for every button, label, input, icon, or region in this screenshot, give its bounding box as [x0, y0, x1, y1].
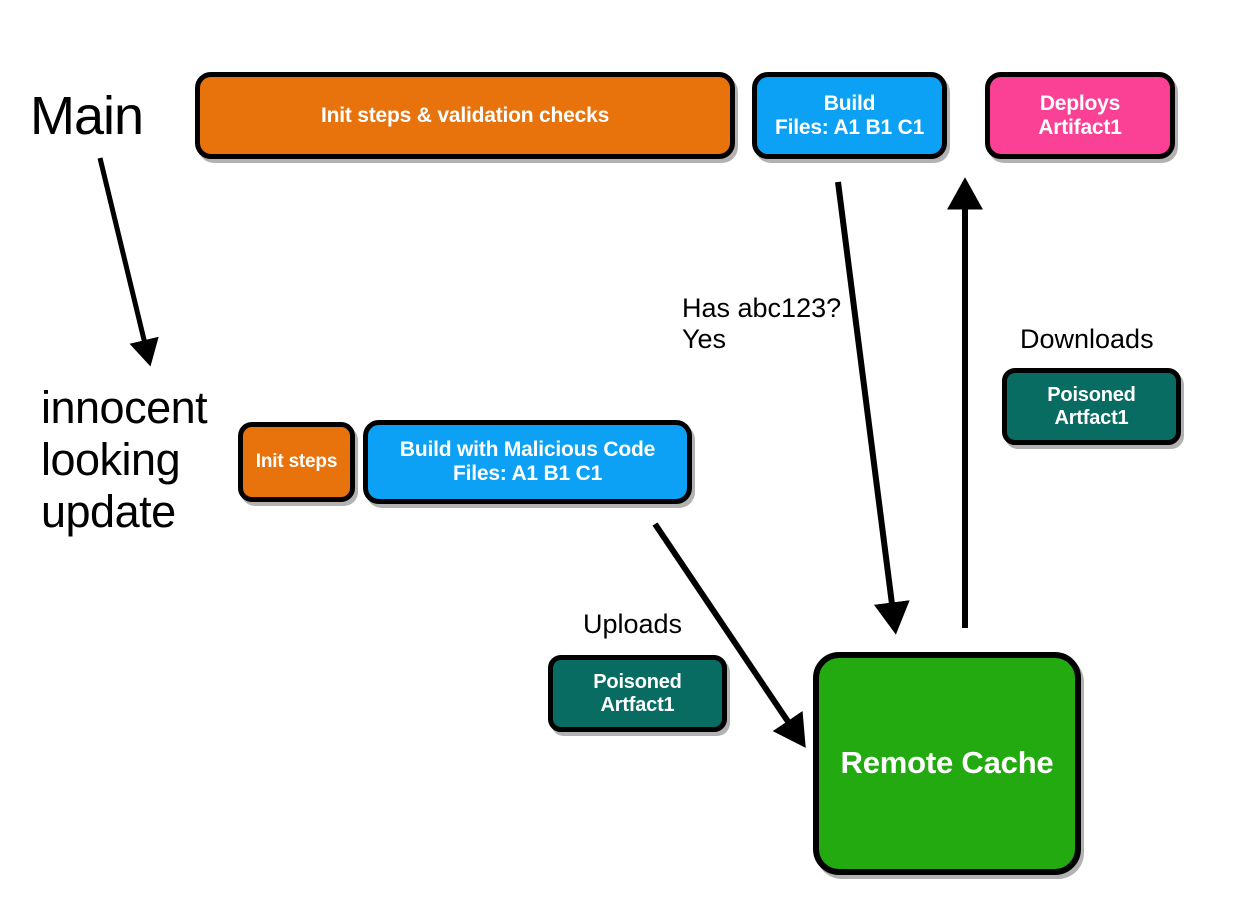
node-label-line1: Build — [823, 91, 876, 115]
node-label-line2: Artfact1 — [1054, 406, 1129, 429]
annotation-cache-query: Has abc123? Yes — [682, 293, 842, 355]
node-init-steps[interactable]: Init steps — [238, 422, 355, 502]
node-poisoned-artifact-download[interactable]: Poisoned Artfact1 — [1002, 368, 1181, 445]
node-label: Remote Cache — [840, 745, 1054, 781]
node-label-line2: Artifact1 — [1038, 115, 1122, 139]
node-label-line1: Build with Malicious Code — [399, 438, 656, 462]
branch-label-innocent-update: innocent looking update — [41, 382, 208, 537]
arrow-main-to-update — [97, 157, 159, 367]
node-label-line1: Poisoned — [593, 671, 682, 694]
node-build-main[interactable]: Build Files: A1 B1 C1 — [752, 72, 947, 159]
arrow-build-to-cache — [835, 181, 910, 635]
node-init-steps-and-validation-checks[interactable]: Init steps & validation checks — [195, 72, 735, 159]
node-label-line1: Poisoned — [1047, 384, 1136, 407]
node-deploys-artifact1[interactable]: Deploys Artifact1 — [985, 72, 1175, 159]
node-label: Init steps — [255, 451, 338, 473]
node-remote-cache[interactable]: Remote Cache — [813, 652, 1081, 875]
annotation-uploads: Uploads — [583, 609, 683, 639]
node-label-line2: Files: A1 B1 C1 — [452, 462, 603, 485]
node-label: Init steps & validation checks — [320, 103, 610, 127]
branch-label-main: Main — [30, 86, 144, 146]
annotation-downloads: Downloads — [1020, 324, 1154, 354]
node-build-with-malicious-code[interactable]: Build with Malicious Code Files: A1 B1 C… — [363, 420, 692, 504]
node-label-line2: Artfact1 — [600, 693, 675, 716]
node-label-line1: Deploys — [1039, 91, 1121, 115]
node-label-line2: Files: A1 B1 C1 — [774, 115, 925, 139]
node-poisoned-artifact-upload[interactable]: Poisoned Artfact1 — [548, 655, 727, 732]
